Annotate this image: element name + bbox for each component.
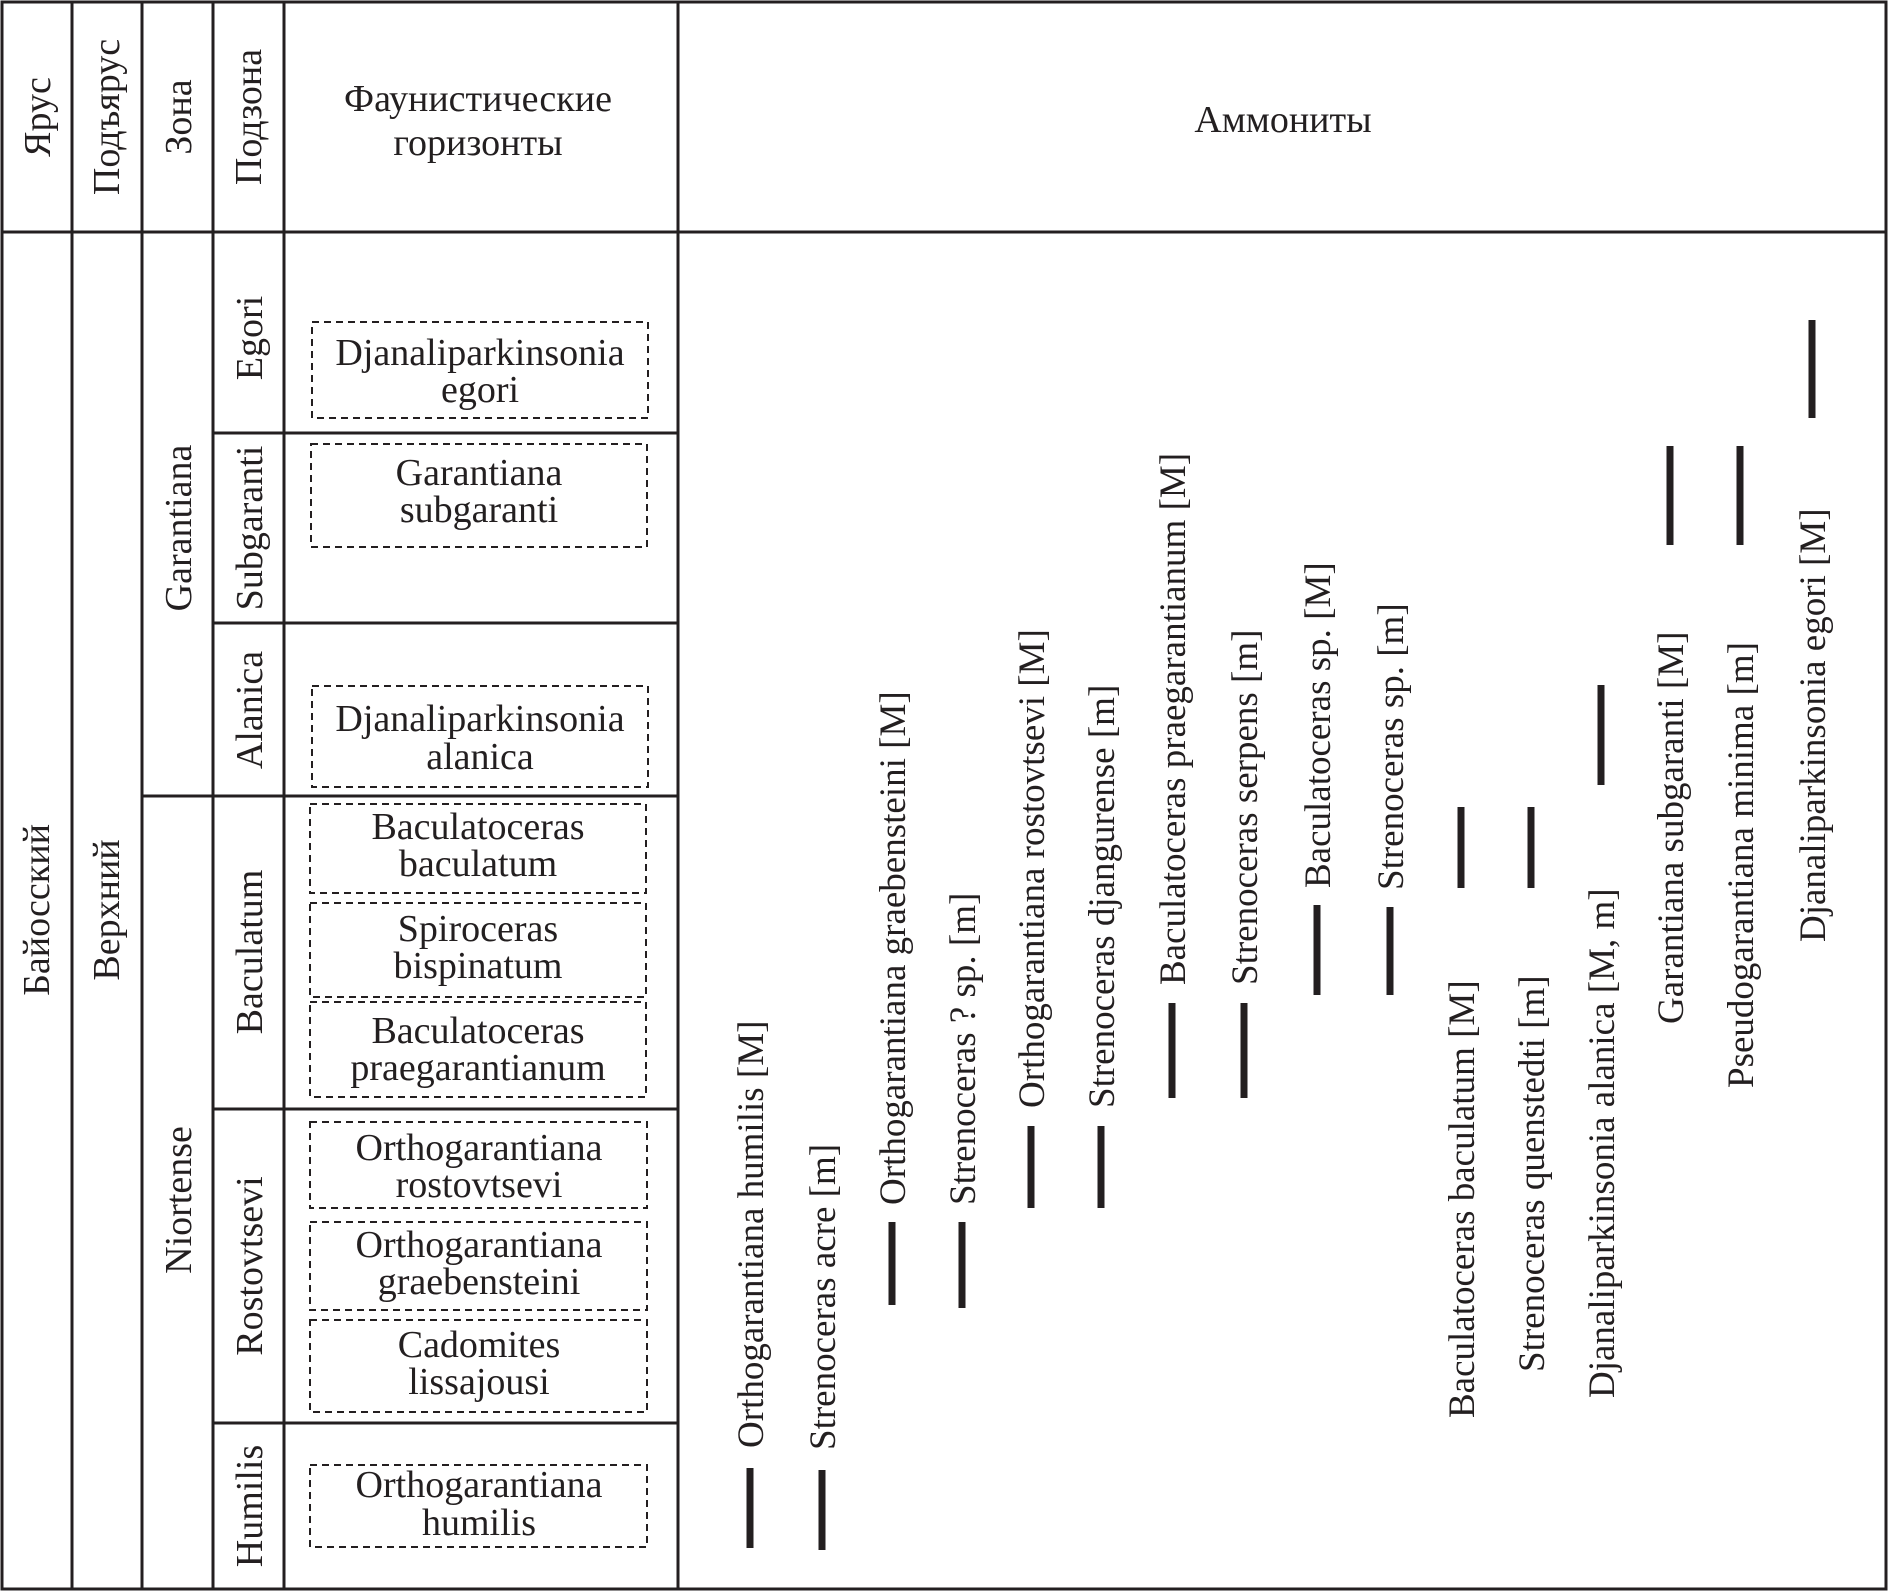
ammonite-range: Orthogarantiana humilis [M]	[731, 1021, 772, 1548]
horizon-species: rostovtsevi	[396, 1164, 563, 1206]
ammonite-range: Djanaliparkinsonia egori [M]	[1793, 320, 1834, 942]
subzone-label-alanica: Alanica	[229, 651, 271, 769]
horizon-genus: Spiroceras	[398, 908, 558, 950]
ammonite-range: Strenoceras djangurense [m]	[1082, 685, 1123, 1208]
subzone-label-egori: Egori	[229, 296, 271, 380]
ammonite-range: Baculatoceras baculatum [M]	[1442, 807, 1483, 1418]
horizon-genus: Djanaliparkinsonia	[335, 332, 624, 374]
horizon-genus: Baculatoceras	[371, 1010, 584, 1052]
stratigraphic-units: Байосский Верхний Garantiana Niortense E…	[16, 296, 271, 1567]
ammonite-range: Strenoceras quenstedti [m]	[1512, 807, 1553, 1372]
horizon-box: Djanaliparkinsonia egori	[311, 321, 649, 419]
horizon-species: baculatum	[399, 843, 557, 885]
header-zone: Зона	[158, 79, 200, 154]
table-header: Ярус Подъярус Зона Подзона Фаунистически…	[17, 39, 1372, 195]
horizon-species: humilis	[422, 1502, 536, 1544]
ammonite-name: Strenoceras acre [m]	[803, 1144, 844, 1450]
horizon-genus: Cadomites	[398, 1324, 561, 1366]
horizon-species: graebensteini	[378, 1261, 581, 1303]
ammonite-range: Strenoceras ? sp. [m]	[943, 893, 984, 1308]
ammonite-name: Strenoceras serpens [m]	[1225, 630, 1266, 985]
horizon-genus: Orthogarantiana	[356, 1464, 603, 1506]
zone-label-garantiana: Garantiana	[158, 445, 200, 612]
horizon-species: subgaranti	[400, 489, 558, 531]
horizon-species: lissajousi	[408, 1361, 549, 1403]
horizon-box: Djanaliparkinsonia alanica	[311, 685, 649, 788]
ammonite-name: Djanaliparkinsonia egori [M]	[1793, 508, 1834, 942]
ammonite-name: Baculatoceras praegarantianum [M]	[1153, 453, 1194, 985]
horizon-genus: Djanaliparkinsonia	[335, 698, 624, 740]
ammonite-range: Garantiana subgaranti [M]	[1651, 446, 1692, 1024]
ammonite-name: Strenoceras ? sp. [m]	[943, 893, 984, 1205]
ammonite-name: Baculatoceras sp. [M]	[1298, 562, 1339, 888]
ammonite-range: Strenoceras sp. [m]	[1371, 603, 1412, 995]
ammonite-range: Strenoceras acre [m]	[803, 1144, 844, 1550]
horizon-genus: Garantiana	[396, 452, 563, 494]
horizon-box: Baculatoceras praegarantianum	[309, 1001, 647, 1098]
header-substage: Подъярус	[86, 39, 128, 195]
ammonite-name: Strenoceras quenstedti [m]	[1512, 975, 1553, 1372]
horizon-species: alanica	[426, 736, 534, 778]
header-ammonites: Аммониты	[1194, 99, 1371, 141]
horizon-genus: Orthogarantiana	[356, 1127, 603, 1169]
ammonite-range: Strenoceras serpens [m]	[1225, 630, 1266, 1098]
subzone-label-humilis: Humilis	[229, 1445, 271, 1567]
horizon-genus: Orthogarantiana	[356, 1224, 603, 1266]
ammonite-name: Baculatoceras baculatum [M]	[1442, 980, 1483, 1418]
ammonite-name: Strenoceras djangurense [m]	[1082, 685, 1123, 1108]
horizon-box: Orthogarantiana humilis	[309, 1464, 648, 1548]
horizon-genus: Baculatoceras	[371, 806, 584, 848]
horizon-box: Orthogarantiana rostovtsevi	[309, 1121, 648, 1209]
horizon-box: Orthogarantiana graebensteini	[309, 1221, 648, 1311]
header-horizons-line-1: Фаунистические	[344, 78, 612, 120]
ammonite-name: Orthogarantiana rostovtsevi [M]	[1012, 629, 1053, 1108]
horizon-species: praegarantianum	[350, 1047, 605, 1089]
faunal-horizons: Djanaliparkinsonia egori Garantiana subg…	[309, 321, 649, 1548]
ammonite-name: Garantiana subgaranti [M]	[1651, 632, 1692, 1024]
ammonite-name: Djanaliparkinsonia alanica [M, m]	[1582, 888, 1623, 1398]
ammonite-name: Strenoceras sp. [m]	[1371, 603, 1412, 890]
ammonite-range: Pseudogarantiana minima [m]	[1721, 446, 1762, 1088]
stage-label: Байосский	[16, 824, 58, 996]
ammonite-range: Orthogarantiana rostovtsevi [M]	[1012, 629, 1053, 1208]
substage-label: Верхний	[86, 839, 128, 980]
subzone-label-baculatum: Baculatum	[229, 870, 271, 1035]
subzone-label-rostovtsevi: Rostovtsevi	[229, 1176, 271, 1355]
header-subzone: Подзона	[228, 49, 270, 185]
zone-label-niortense: Niortense	[158, 1126, 200, 1274]
horizon-box: Cadomites lissajousi	[309, 1319, 648, 1413]
subzone-label-subgaranti: Subgaranti	[229, 446, 271, 611]
header-stage: Ярус	[17, 77, 59, 157]
ammonite-range: Baculatoceras sp. [M]	[1298, 562, 1339, 995]
ammonite-name: Pseudogarantiana minima [m]	[1721, 642, 1762, 1088]
horizon-species: bispinatum	[394, 945, 563, 987]
ammonite-range: Djanaliparkinsonia alanica [M, m]	[1582, 685, 1623, 1398]
horizon-box: Garantiana subgaranti	[310, 443, 648, 548]
ammonite-range: Baculatoceras praegarantianum [M]	[1153, 453, 1194, 1098]
horizon-box: Spiroceras bispinatum	[309, 902, 647, 998]
ammonite-name: Orthogarantiana humilis [M]	[731, 1021, 772, 1448]
ammonite-ranges: Orthogarantiana humilis [M] Strenoceras …	[731, 320, 1834, 1550]
horizon-box: Baculatoceras baculatum	[309, 803, 647, 894]
ammonite-range: Orthogarantiana graebensteini [M]	[873, 691, 914, 1305]
header-horizons-line-2: горизонты	[393, 122, 562, 164]
ammonite-name: Orthogarantiana graebensteini [M]	[873, 691, 914, 1205]
horizon-species: egori	[441, 369, 519, 411]
